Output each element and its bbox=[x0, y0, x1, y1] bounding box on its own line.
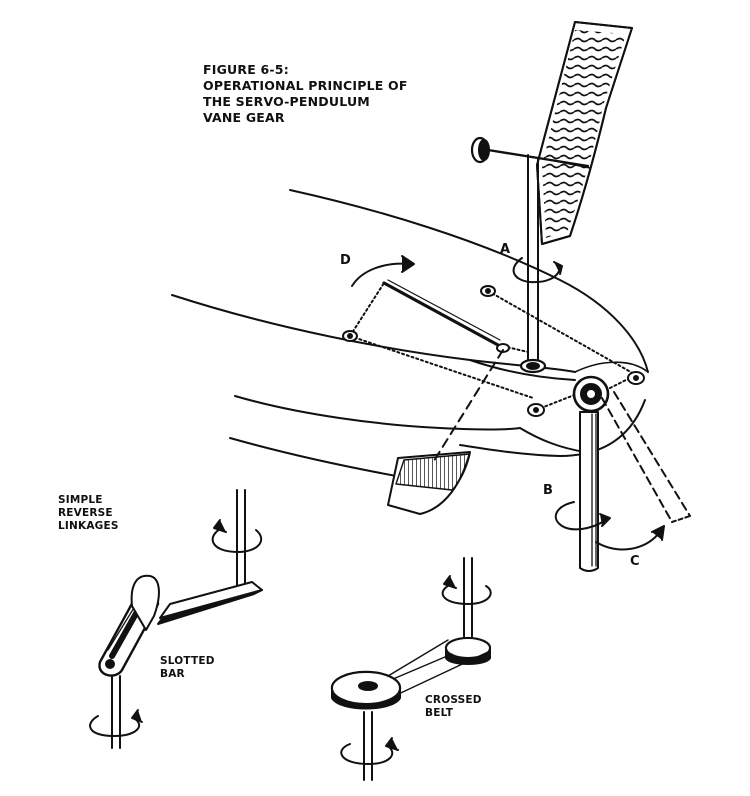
boat-hull bbox=[171, 189, 649, 483]
label-d: D bbox=[340, 253, 351, 268]
linkages-heading: SIMPLE REVERSE LINKAGES bbox=[58, 494, 138, 533]
linkages-heading-line: REVERSE bbox=[58, 507, 113, 519]
crossed-belt-linkage bbox=[330, 557, 492, 781]
label-c: C bbox=[630, 554, 640, 569]
label-b: B bbox=[543, 483, 554, 498]
figure-title-line: VANE GEAR bbox=[203, 110, 285, 125]
linkages-heading-line: SIMPLE bbox=[58, 494, 103, 506]
tiller-linkage bbox=[342, 279, 645, 465]
figure-title-line: THE SERVO-PENDULUM bbox=[203, 94, 370, 109]
figure-title-line: FIGURE 6-5: bbox=[203, 62, 289, 77]
pendulum-pivot-hub bbox=[572, 375, 610, 413]
label-a: A bbox=[500, 242, 511, 257]
wind-vane bbox=[470, 21, 633, 374]
arrow-c bbox=[595, 525, 665, 551]
figure-title: FIGURE 6-5: OPERATIONAL PRINCIPLE OF THE… bbox=[203, 62, 413, 126]
slotted-bar-label-line: SLOTTED bbox=[160, 655, 215, 667]
crossed-belt-label-line: BELT bbox=[425, 707, 454, 719]
figure-title-line: OPERATIONAL PRINCIPLE OF bbox=[203, 78, 408, 93]
servo-pendulum-blade bbox=[579, 391, 691, 572]
keel-fin bbox=[387, 451, 471, 515]
slotted-bar-label-line: BAR bbox=[160, 668, 185, 680]
slotted-bar-label: SLOTTED BAR bbox=[160, 655, 215, 681]
linkages-heading-line: LINKAGES bbox=[58, 520, 119, 532]
arrow-b bbox=[554, 501, 611, 531]
crossed-belt-label-line: CROSSED bbox=[425, 694, 482, 706]
arrow-d bbox=[351, 255, 415, 287]
arrow-a bbox=[512, 257, 563, 284]
crossed-belt-label: CROSSED BELT bbox=[425, 694, 482, 720]
slotted-bar-linkage bbox=[89, 489, 263, 749]
